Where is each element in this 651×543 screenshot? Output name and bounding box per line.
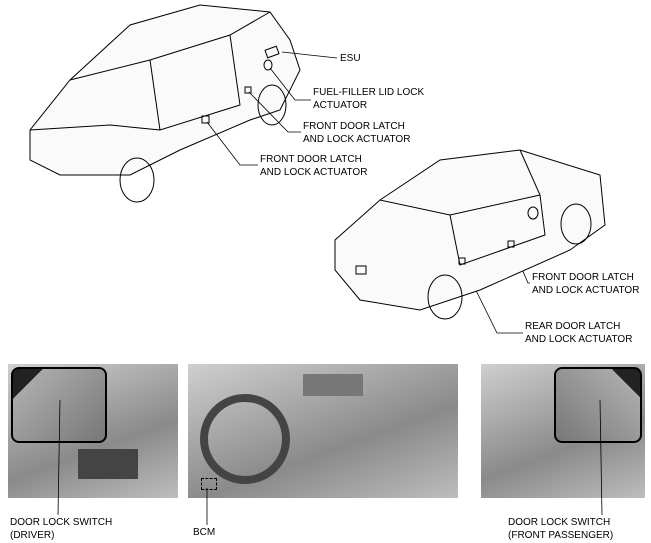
rear-car-drawing: [334, 149, 606, 320]
label-esu: ESU: [340, 53, 361, 64]
label-line: FUEL-FILLER LID LOCK: [313, 87, 425, 98]
label-line: FRONT DOOR LATCH: [532, 272, 634, 283]
label-front-door-latch-2: FRONT DOOR LATCH AND LOCK ACTUATOR: [260, 153, 367, 179]
driver-window-switches: [78, 449, 138, 479]
label-door-lock-switch-driver: DOOR LOCK SWITCH (DRIVER): [10, 516, 112, 542]
label-line: AND LOCK ACTUATOR: [260, 167, 368, 178]
label-rear-door-latch: REAR DOOR LATCH AND LOCK ACTUATOR: [525, 320, 632, 346]
label-line: FRONT DOOR LATCH: [260, 154, 362, 165]
driver-switch-inset: [11, 367, 107, 443]
label-line: AND LOCK ACTUATOR: [532, 285, 640, 296]
dashboard-photo: [188, 364, 458, 498]
label-line: (DRIVER): [10, 530, 55, 541]
steering-wheel: [200, 394, 290, 484]
label-door-lock-switch-passenger: DOOR LOCK SWITCH (FRONT PASSENGER): [508, 516, 613, 542]
label-line: DOOR LOCK SWITCH: [508, 517, 611, 528]
label-line: REAR DOOR LATCH: [525, 321, 621, 332]
front-car-drawing: [29, 4, 301, 203]
passenger-switch-inset: [554, 367, 642, 443]
bcm-marker: [201, 478, 217, 490]
label-bcm: BCM: [193, 527, 216, 538]
label-front-door-latch-1: FRONT DOOR LATCH AND LOCK ACTUATOR: [303, 120, 410, 146]
center-display: [303, 374, 363, 396]
label-front-door-latch-rear-view: FRONT DOOR LATCH AND LOCK ACTUATOR: [532, 271, 639, 297]
label-line: AND LOCK ACTUATOR: [525, 334, 633, 345]
label-line: ACTUATOR: [313, 100, 368, 111]
passenger-door-photo: [481, 364, 645, 498]
driver-door-photo: [8, 364, 178, 498]
label-line: (FRONT PASSENGER): [508, 530, 614, 541]
label-line: FRONT DOOR LATCH: [303, 121, 405, 132]
label-fuel-filler-lid-lock-actuator: FUEL-FILLER LID LOCK ACTUATOR: [313, 86, 424, 112]
label-line: DOOR LOCK SWITCH: [10, 517, 113, 528]
label-line: AND LOCK ACTUATOR: [303, 134, 411, 145]
